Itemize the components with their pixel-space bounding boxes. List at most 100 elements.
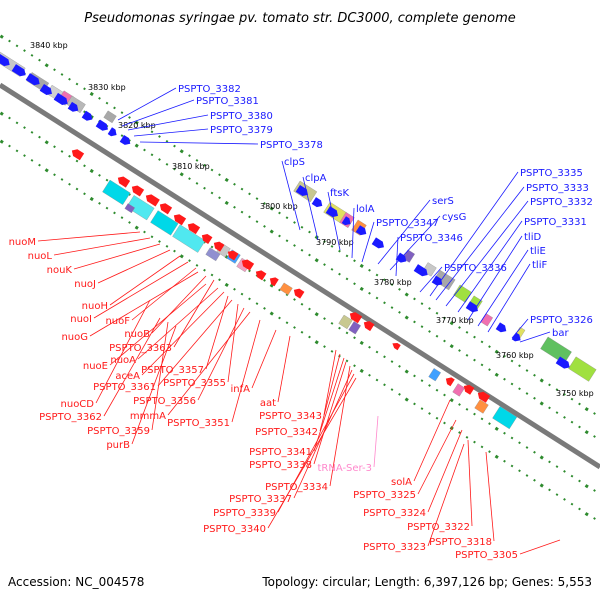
scale-dot	[548, 460, 551, 464]
forward-gene-arrow	[95, 119, 108, 131]
scale-dot	[150, 153, 154, 157]
gene-label: PSPTO_3305	[455, 550, 518, 561]
scale-dot	[383, 301, 386, 305]
feature-block	[279, 282, 293, 296]
scale-dot	[38, 135, 41, 139]
gene-label: PSPTO_3332	[530, 197, 593, 208]
leader-line	[151, 275, 207, 334]
gene-label: PSPTO_3340	[203, 524, 266, 535]
scale-dot	[465, 407, 469, 411]
scale-dot	[278, 234, 281, 238]
scale-dot	[420, 302, 424, 306]
gene-label: clpA	[305, 173, 327, 184]
gene-label: nuoJ	[74, 279, 96, 290]
leader-line	[137, 287, 219, 360]
scale-dot	[143, 148, 146, 152]
scale-dot	[293, 326, 296, 329]
gene-label: bar	[552, 328, 569, 339]
scale-dot	[134, 120, 139, 125]
scale-dot	[480, 445, 484, 449]
scale-dot	[338, 249, 341, 253]
gene-label: nouK	[47, 265, 73, 276]
gene-label: PSPTO_3363	[109, 343, 172, 354]
scale-dot	[89, 168, 94, 174]
leader-line	[327, 191, 341, 251]
scale-dot	[449, 344, 454, 349]
kbp-tick-label: 3780 kbp	[374, 278, 412, 287]
scale-dot	[510, 359, 514, 363]
scale-dot	[308, 335, 311, 339]
leader-line	[395, 236, 399, 277]
feature-block	[172, 224, 206, 253]
scale-dot	[23, 154, 26, 157]
feature-block	[124, 203, 135, 214]
scale-dot	[443, 393, 446, 397]
gene-label: PSPTO_3322	[407, 522, 470, 533]
scale-dot	[359, 263, 364, 268]
scale-dot	[218, 173, 221, 177]
scale-dot	[480, 417, 484, 421]
scale-dot	[473, 440, 476, 444]
scale-dot	[525, 474, 529, 477]
scale-dot	[203, 186, 206, 190]
scale-dot	[30, 130, 34, 134]
scale-dot	[128, 221, 131, 224]
gene-label: PSPTO_3336	[444, 263, 507, 274]
gene-label: PSPTO_3334	[265, 482, 328, 493]
gene-label: PSPTO_3341	[249, 447, 312, 458]
gene-label: PSPTO_3357	[141, 365, 204, 376]
scale-dot	[555, 465, 559, 469]
scale-dot	[285, 216, 289, 220]
scale-dot	[210, 245, 214, 249]
scale-dot	[503, 431, 506, 435]
leader-line	[417, 419, 457, 495]
feature-block	[492, 406, 518, 430]
feature-block	[150, 210, 179, 236]
reverse-gene-arrow	[117, 176, 131, 188]
gene-label: lolA	[356, 204, 375, 215]
leader-line	[457, 220, 523, 313]
scale-dot	[345, 331, 349, 335]
scale-dot	[158, 158, 161, 161]
scale-dot	[293, 244, 296, 247]
scale-dot	[555, 411, 559, 415]
feature-block	[540, 336, 572, 364]
reverse-gene-arrow	[227, 250, 239, 261]
leader-line	[251, 329, 277, 389]
scale-dot	[570, 502, 574, 506]
scale-dot	[218, 278, 221, 282]
leader-line	[227, 303, 239, 383]
leader-line	[141, 291, 225, 376]
reverse-gene-arrow	[477, 391, 491, 403]
leader-line	[53, 237, 151, 256]
gene-label: solA	[391, 477, 412, 488]
scale-dot	[8, 39, 11, 43]
forward-gene-arrow	[11, 64, 26, 77]
scale-dot	[143, 230, 146, 234]
gene-label: PSPTO_3347	[376, 218, 439, 229]
reverse-gene-arrow	[445, 377, 455, 387]
gene-label: nuoA	[110, 355, 136, 366]
scale-dot	[465, 435, 469, 439]
gene-label: PSPTO_3380	[210, 111, 273, 122]
reverse-gene-arrow	[159, 203, 173, 215]
scale-dot	[248, 192, 251, 196]
leader-line	[151, 321, 169, 431]
scale-dot	[60, 178, 64, 181]
scale-dot	[563, 393, 566, 396]
gene-label: nuoCD	[61, 399, 95, 410]
leader-line	[103, 317, 161, 417]
gene-label: PSPTO_3379	[210, 125, 273, 136]
scale-dot	[390, 388, 394, 391]
accession-text: Accession: NC_004578	[8, 575, 144, 589]
scale-dot	[458, 403, 461, 406]
kbp-tick-label: 3810 kbp	[172, 162, 210, 171]
scale-dot	[578, 425, 581, 429]
scale-dot	[353, 364, 356, 368]
scale-dot	[465, 353, 469, 357]
gene-label: PSPTO_3346	[400, 233, 463, 244]
scale-dot	[533, 373, 536, 377]
scale-dot	[0, 34, 4, 39]
scale-dot	[375, 296, 379, 300]
gene-label: aceA	[115, 371, 140, 382]
